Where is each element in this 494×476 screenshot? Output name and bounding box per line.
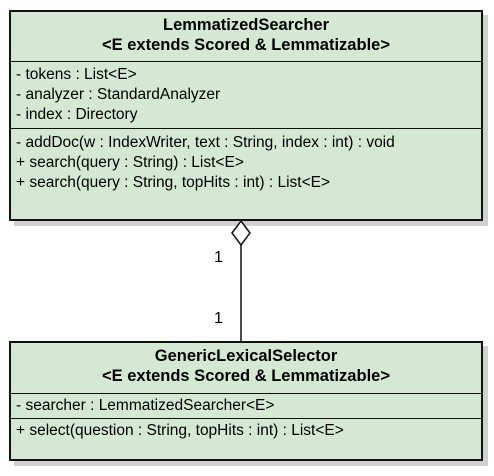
- attributes-section: - tokens : List<E> - analyzer : Standard…: [11, 62, 481, 129]
- class-header: GenericLexicalSelector <E extends Scored…: [11, 343, 481, 394]
- operation: + search(query : String) : List<E>: [16, 154, 244, 171]
- class-generic-parameter: <E extends Scored & Lemmatizable>: [102, 367, 390, 385]
- operations-section: + select(question : String, topHits : in…: [11, 419, 481, 441]
- class-name: GenericLexicalSelector: [154, 347, 338, 365]
- attribute: - searcher : LemmatizedSearcher<E>: [16, 397, 275, 414]
- operation: + select(question : String, topHits : in…: [16, 422, 344, 439]
- aggregation-diamond-icon: [231, 219, 251, 247]
- multiplicity-part: 1: [214, 310, 223, 327]
- class-generic-parameter: <E extends Scored & Lemmatizable>: [102, 36, 390, 54]
- class-name: LemmatizedSearcher: [163, 16, 329, 34]
- attributes-section: - searcher : LemmatizedSearcher<E>: [11, 394, 481, 419]
- class-generic-lexical-selector[interactable]: GenericLexicalSelector <E extends Scored…: [9, 341, 483, 461]
- attribute: - tokens : List<E>: [16, 66, 137, 83]
- operations-section: - addDoc(w : IndexWriter, text : String,…: [11, 129, 481, 193]
- operation: - addDoc(w : IndexWriter, text : String,…: [16, 134, 395, 151]
- class-lemmatized-searcher[interactable]: LemmatizedSearcher <E extends Scored & L…: [9, 10, 483, 221]
- attribute: - index : Directory: [16, 106, 138, 123]
- operation: + search(query : String, topHits : int) …: [16, 174, 331, 191]
- attribute: - analyzer : StandardAnalyzer: [16, 86, 221, 103]
- class-header: LemmatizedSearcher <E extends Scored & L…: [11, 12, 481, 62]
- multiplicity-whole: 1: [214, 249, 223, 266]
